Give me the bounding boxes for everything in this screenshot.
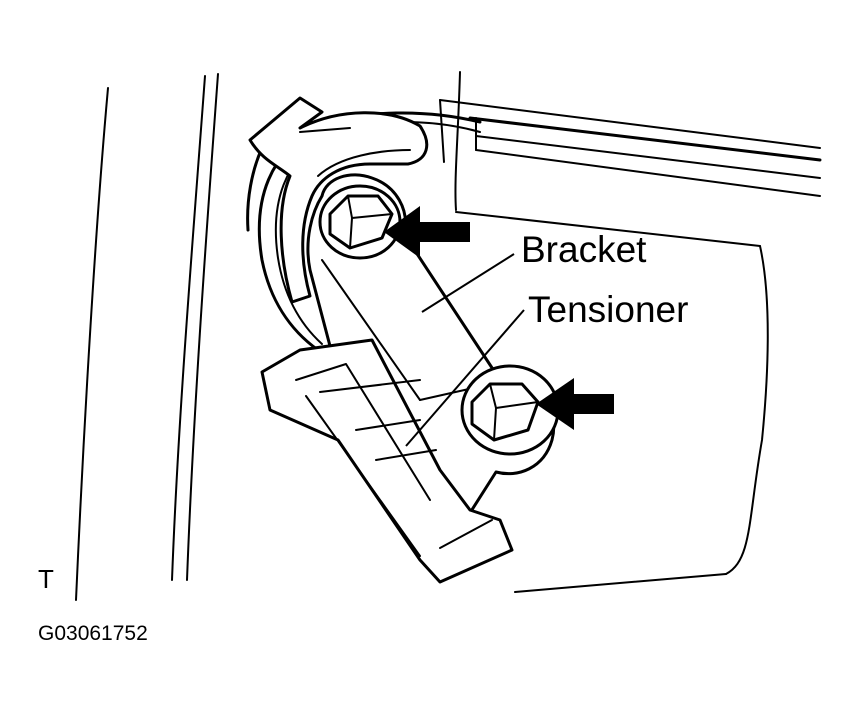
upper-guide (248, 96, 429, 304)
upper-bolt (318, 184, 402, 260)
upper-bolt-arrow-icon (384, 206, 470, 258)
lower-bolt-arrow-icon (536, 378, 614, 430)
body-pillar-edges (75, 73, 219, 601)
tensioner-body (260, 338, 514, 584)
tensioner-leader-line (405, 309, 525, 447)
bracket-leader-line (421, 253, 515, 313)
vehicle-panel (439, 71, 822, 593)
corner-mark: T (38, 564, 54, 594)
bracket-label: Bracket (521, 229, 647, 270)
tensioner-label: Tensioner (528, 289, 688, 330)
lower-bolt (460, 364, 560, 456)
figure-code: G03061752 (38, 622, 148, 645)
